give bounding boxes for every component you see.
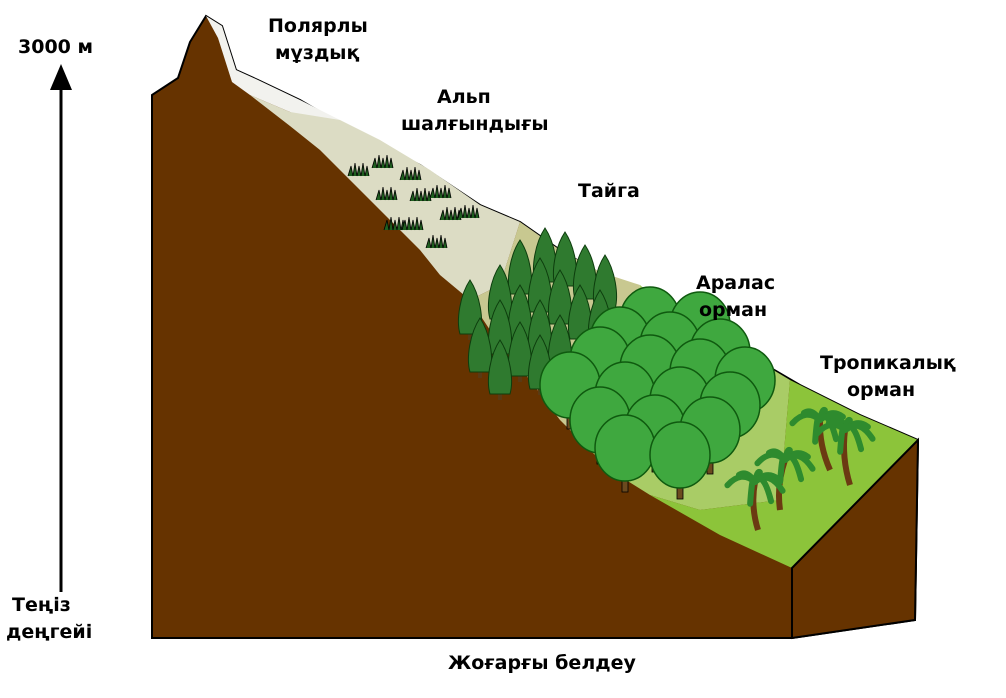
grass-tuft — [425, 234, 448, 249]
sea-level-label-line2: деңгейі — [6, 621, 93, 643]
conifer-tree — [487, 339, 513, 400]
grass-tuft — [383, 216, 406, 231]
mixed-forest-trees — [539, 286, 776, 500]
diagram-caption: Жоғарғы белдеу — [448, 652, 636, 674]
deciduous-tree — [594, 414, 656, 493]
zone-label-mixed-line1: Аралас — [696, 272, 776, 294]
deciduous-tree — [649, 421, 711, 500]
zone-label-alpine-line2: шалғындығы — [401, 113, 549, 135]
elevation-arrow — [50, 64, 72, 592]
grass-tuft — [409, 187, 432, 202]
conifer-tree — [507, 321, 533, 382]
grass-tuft — [401, 216, 424, 231]
zone-label-polar-line2: мұздық — [275, 42, 360, 64]
conifer-tree — [457, 279, 483, 340]
zone-label-alpine-line1: Альп — [437, 86, 491, 108]
grass-tuft — [371, 154, 394, 169]
grass-tuft — [347, 162, 370, 177]
grass-tuft — [457, 204, 480, 219]
grass-tuft — [399, 166, 422, 181]
palm-tree — [724, 468, 786, 531]
elevation-top-label: 3000 м — [18, 36, 94, 58]
grass-tuft — [375, 186, 398, 201]
palm-tree — [754, 446, 816, 511]
sea-level-label-line1: Теңіз — [12, 594, 71, 616]
palm-tree — [814, 416, 876, 486]
conifer-tree — [467, 317, 493, 378]
zone-label-taiga: Тайга — [578, 180, 640, 202]
zone-label-mixed-line2: орман — [699, 299, 768, 321]
elevation-arrow-head — [50, 64, 72, 90]
grass-tuft — [429, 184, 452, 199]
zone-label-polar-line1: Полярлы — [268, 15, 368, 37]
zone-label-tropical-line2: орман — [847, 379, 916, 401]
grass-tuft — [439, 206, 462, 221]
alpine-grass-tufts — [347, 154, 480, 249]
tropical-palms — [724, 406, 876, 531]
zone-label-tropical-line1: Тропикалық — [820, 352, 956, 374]
